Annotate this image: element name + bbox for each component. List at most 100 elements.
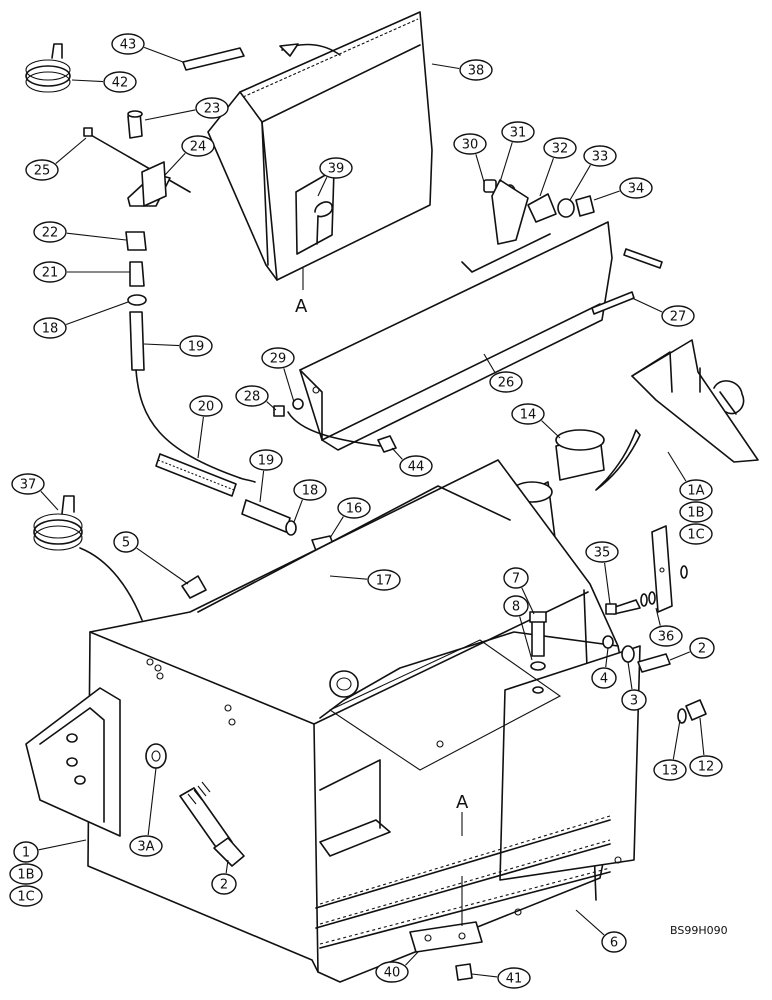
callout-number: 2 (698, 642, 706, 657)
decal-43 (182, 47, 245, 71)
side-bracket (25, 687, 121, 837)
leader-line (405, 951, 419, 966)
leader-line (593, 190, 620, 201)
callout-bubble (113, 531, 139, 553)
callout-number: 22 (42, 226, 59, 241)
bolt-2 (179, 781, 245, 867)
callout-bubble (583, 145, 617, 167)
clamp-35-36 (605, 525, 688, 615)
callout-bubble (33, 261, 67, 283)
callout-bubble (619, 177, 653, 199)
callout-bubble (591, 667, 617, 689)
washer-3 (621, 645, 635, 663)
callout-number: 14 (520, 408, 537, 423)
callout-bubble (129, 835, 163, 857)
callout-bubble (653, 759, 687, 781)
callout-bubble (337, 497, 371, 519)
callout-number: 16 (346, 502, 363, 517)
callout-number: 33 (592, 150, 609, 165)
callout-number: 17 (376, 574, 393, 589)
bracket-1A (631, 339, 759, 463)
leader-line (147, 767, 157, 836)
leader-line (40, 490, 59, 511)
leader-line (631, 297, 663, 313)
callout-bubble (503, 567, 529, 589)
leader-line (475, 154, 485, 183)
hardware-30-34 (483, 179, 595, 245)
callout-number: 1B (17, 868, 34, 883)
callout-number: 1C (17, 890, 34, 905)
callout-bubble (103, 71, 137, 93)
callout-bubble (195, 97, 229, 119)
callout-number: 25 (34, 164, 51, 179)
leader-line (521, 587, 535, 615)
leader-line (143, 343, 180, 347)
arrow-37 (79, 547, 143, 621)
callout-number: 1 (22, 846, 30, 861)
leader-line (669, 651, 691, 661)
leader-line (539, 157, 554, 197)
callout-bubble (261, 347, 295, 369)
callout-bubble (235, 385, 269, 407)
callout-bubble (111, 33, 145, 55)
washer-3A (145, 743, 167, 769)
leader-line (499, 142, 513, 183)
leader-line (317, 177, 328, 197)
callout-bubble (621, 689, 647, 711)
callout-bubble (9, 885, 43, 907)
leader-line (66, 232, 127, 241)
callout-bubble (453, 133, 487, 155)
arrowhead (279, 43, 299, 57)
leader-line (266, 401, 277, 411)
callout-bubble (249, 449, 283, 471)
callout-bubble (497, 967, 531, 989)
leader-line (259, 470, 265, 503)
oring-13 (677, 708, 687, 724)
leader-line (627, 661, 633, 690)
callout-number: 29 (270, 352, 287, 367)
callout-bubble (181, 135, 215, 157)
leader-line (604, 562, 611, 605)
leader-line (605, 647, 609, 668)
plug-12 (685, 699, 707, 721)
callout-bubble (375, 961, 409, 983)
callout-number: 20 (198, 400, 215, 415)
bolt-7 (531, 619, 545, 657)
callout-number: 18 (42, 322, 59, 337)
callout-number: 19 (188, 340, 205, 355)
leader-line (65, 301, 129, 326)
callout-number: 34 (628, 182, 645, 197)
leader-line (329, 516, 344, 539)
leader-line (672, 719, 681, 760)
fittings-column (83, 110, 256, 483)
pad-40 (409, 921, 483, 953)
callout-number: 37 (20, 478, 37, 493)
leader-line (71, 79, 104, 83)
callout-bubble (543, 137, 577, 159)
callout-bubble (679, 479, 713, 501)
bracket-arm-26 (299, 221, 613, 451)
callout-number: 3A (137, 840, 154, 855)
callout-number: 35 (594, 546, 611, 561)
callout-number: 8 (512, 600, 520, 615)
callout-number: 40 (384, 966, 401, 981)
bar-27a (623, 248, 663, 269)
leader-line (144, 109, 196, 121)
tube-19b (241, 499, 291, 533)
callout-bubble (459, 59, 493, 81)
leader-line (391, 447, 403, 460)
callout-number: 19 (258, 454, 275, 469)
leader-line (655, 607, 661, 626)
callout-number: 12 (698, 760, 715, 775)
leader-line (293, 499, 303, 523)
drawing-code: BS99H090 (670, 924, 728, 937)
callout-bubble (679, 523, 713, 545)
callout-number: 31 (510, 126, 527, 141)
callout-bubble (649, 625, 683, 647)
callout-number: 13 (662, 764, 679, 779)
callout-bubble (33, 221, 67, 243)
leader-line (38, 839, 87, 851)
leader-line (329, 575, 368, 580)
